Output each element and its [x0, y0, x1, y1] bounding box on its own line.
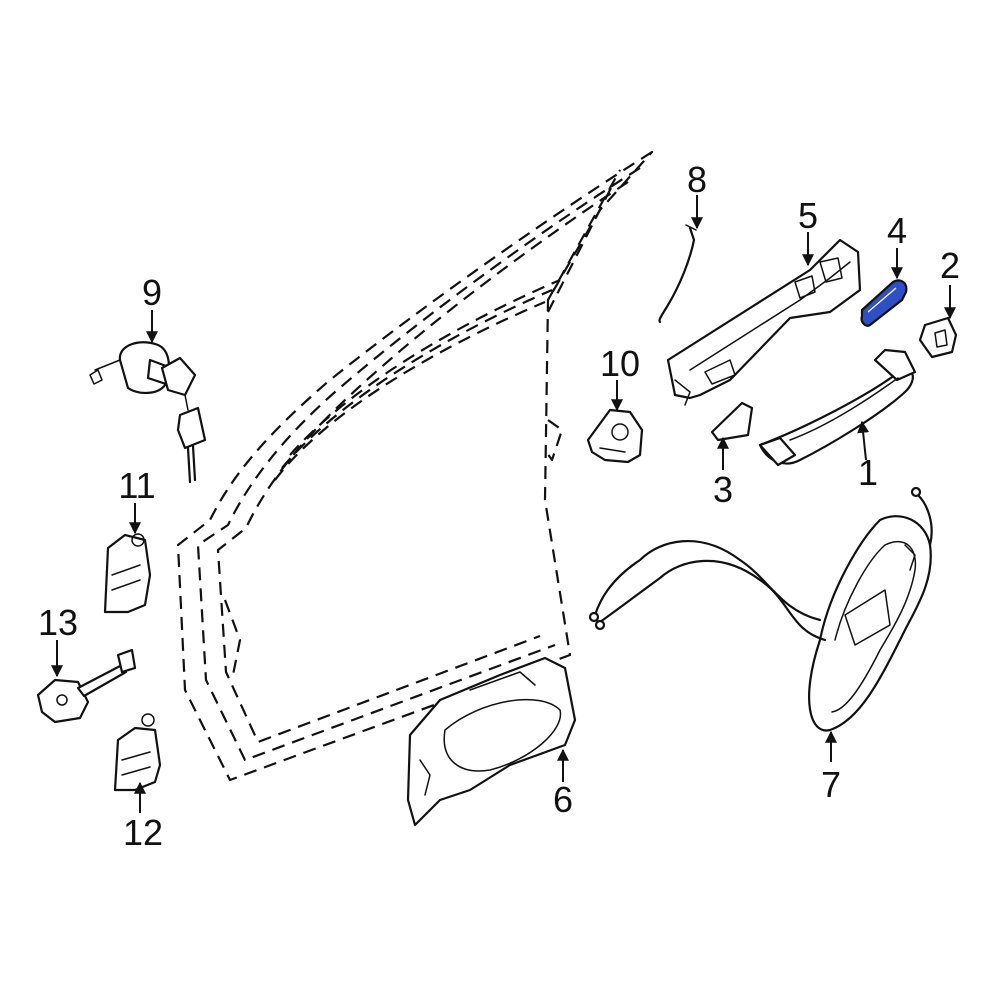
callout-6: 6: [553, 779, 573, 820]
part-4-handle-pad[interactable]: [860, 279, 908, 327]
callout-11: 11: [118, 465, 155, 506]
part-8-rod[interactable]: [658, 224, 697, 324]
callout-1: 1: [858, 452, 878, 493]
part-2-cap[interactable]: [918, 316, 958, 359]
part-9-lock-cylinder[interactable]: [89, 341, 207, 484]
part-11-hinge-upper[interactable]: [103, 533, 152, 614]
part-5-handle-bracket[interactable]: [666, 238, 862, 406]
part-3-gasket[interactable]: [710, 401, 754, 442]
callout-2: 2: [940, 245, 960, 286]
callout-3: 3: [713, 469, 733, 510]
part-7-lock-actuator[interactable]: [588, 486, 933, 732]
door-outline: [176, 150, 654, 782]
callout-arrows: [51, 195, 956, 813]
callout-7: 7: [821, 764, 841, 805]
part-12-hinge-lower[interactable]: [113, 713, 162, 792]
callout-10: 10: [600, 343, 640, 384]
part-6-inside-handle[interactable]: [406, 656, 577, 827]
callout-8: 8: [687, 159, 707, 200]
callout-labels: 1 2 3 4 5 6 7 8 9 10 11 12 13: [38, 159, 960, 853]
callout-5: 5: [798, 195, 818, 236]
callout-13: 13: [38, 602, 78, 643]
callout-4: 4: [887, 210, 907, 251]
part-10-striker[interactable]: [586, 408, 644, 464]
part-13-door-check[interactable]: [36, 648, 137, 724]
callout-9: 9: [142, 272, 162, 313]
callout-12: 12: [123, 812, 163, 853]
part-1-outside-handle[interactable]: [758, 348, 917, 467]
